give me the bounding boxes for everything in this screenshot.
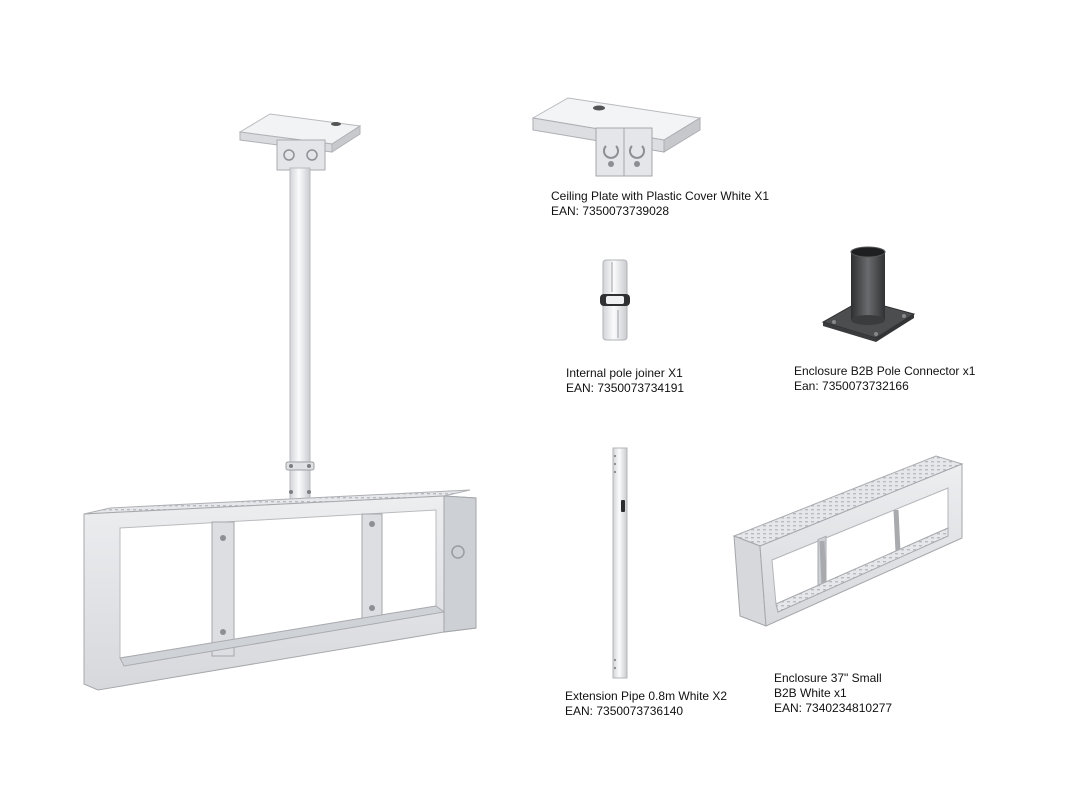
pole-connector-caption: Enclosure B2B Pole Connector x1 Ean: 735… [794, 364, 975, 394]
part-pole-joiner-image [600, 259, 630, 341]
extension-pipe-ean: EAN: 7350073736140 [565, 704, 684, 718]
pole-connector-name: Enclosure B2B Pole Connector x1 [794, 364, 976, 378]
pole-joiner-caption: Internal pole joiner X1 EAN: 73500737341… [566, 366, 684, 396]
pole-connector-ean: Ean: 7350073732166 [794, 379, 909, 393]
enclosure-ean: EAN: 7340234810277 [774, 701, 893, 715]
assembled-ceiling-plate [238, 113, 362, 171]
extension-pipe-caption: Extension Pipe 0.8m White X2 EAN: 735007… [565, 689, 727, 719]
enclosure-caption: Enclosure 37" Small B2B White x1 EAN: 73… [774, 671, 892, 716]
enclosure-name-line1: Enclosure 37" Small [774, 671, 882, 685]
part-ceiling-plate-image [531, 97, 702, 177]
pole-joiner-ean: EAN: 7350073734191 [566, 381, 685, 395]
assembled-enclosure-frame [83, 489, 477, 691]
ceiling-plate-name: Ceiling Plate with Plastic Cover White X… [551, 189, 770, 203]
part-enclosure-image [732, 455, 964, 627]
pole-joiner-name: Internal pole joiner X1 [566, 366, 683, 380]
enclosure-name-line2: B2B White x1 [774, 686, 847, 700]
assembled-pole [285, 167, 315, 505]
extension-pipe-name: Extension Pipe 0.8m White X2 [565, 689, 728, 703]
part-pole-connector-image [821, 246, 916, 342]
part-extension-pipe-image [612, 447, 628, 679]
ceiling-plate-caption: Ceiling Plate with Plastic Cover White X… [551, 189, 769, 219]
ceiling-plate-ean: EAN: 7350073739028 [551, 204, 670, 218]
